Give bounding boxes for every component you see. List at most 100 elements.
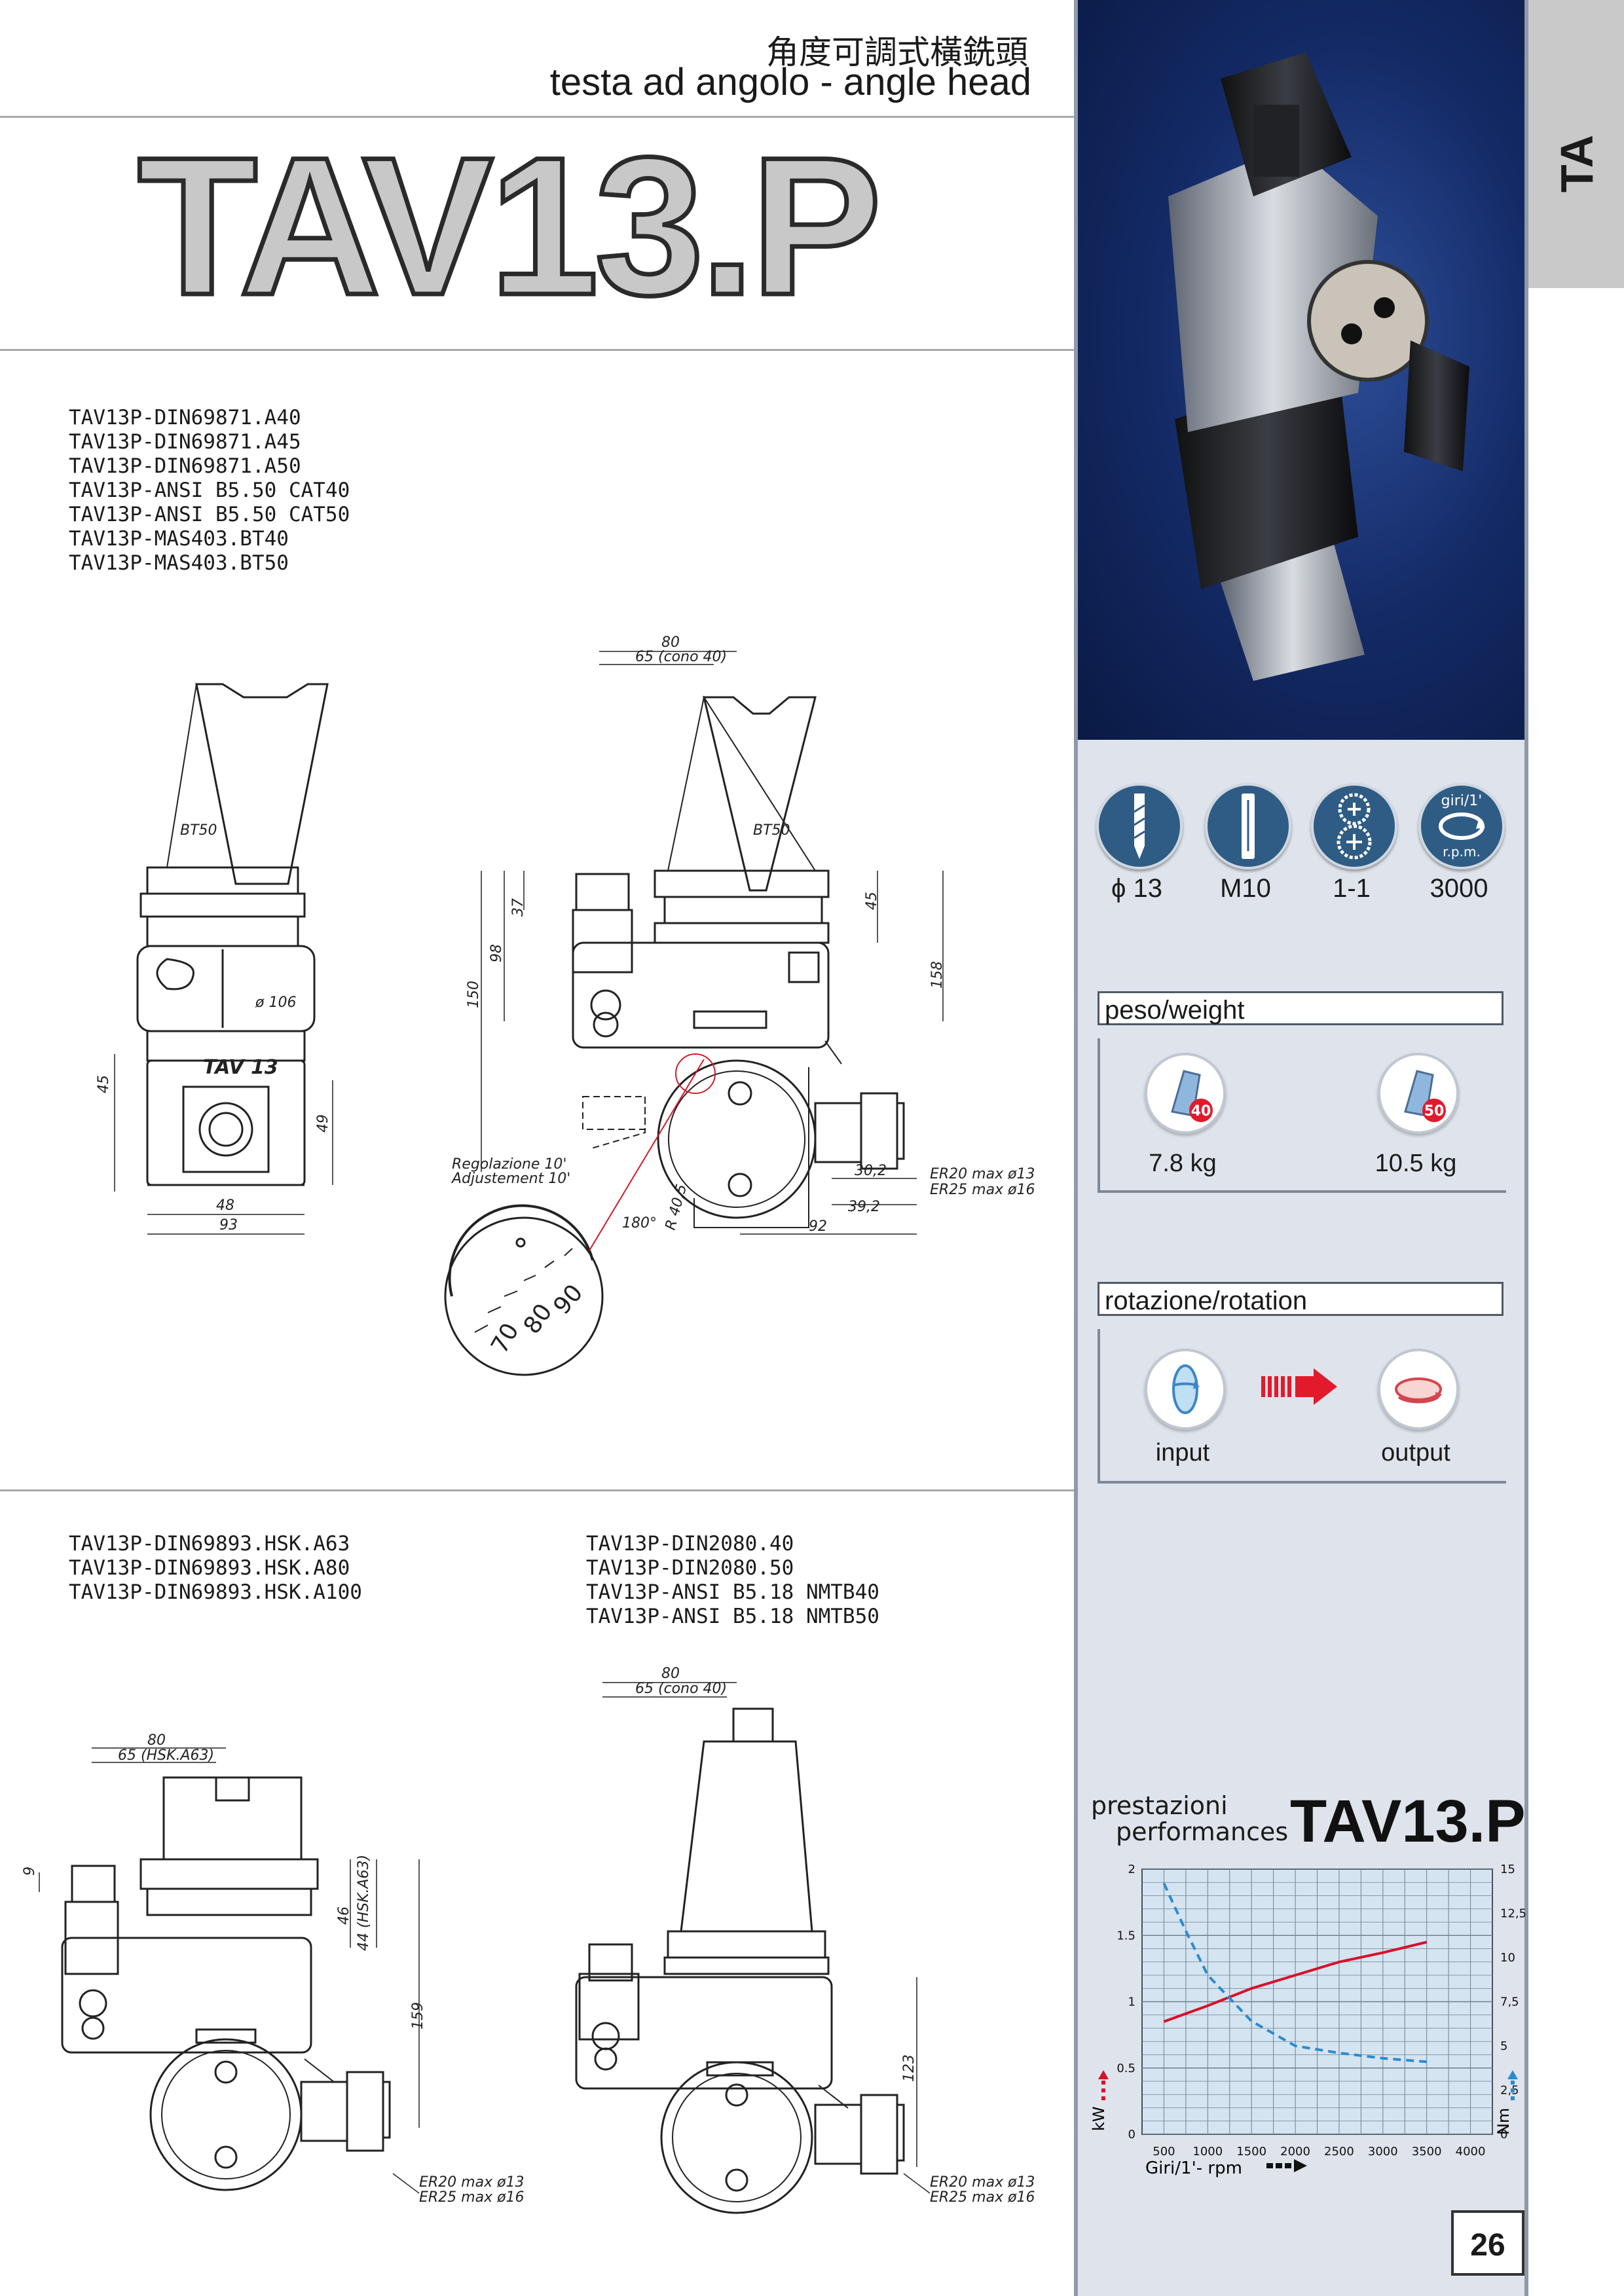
rpm-icon: giri/1' r.p.m. <box>1418 783 1505 869</box>
taper-40-icon: 40 <box>1145 1053 1226 1134</box>
er25-label: ER25 max ø16 <box>930 2189 1035 2206</box>
title-chinese: 角度可調式橫銑頭 <box>766 33 1028 71</box>
code-line: TAV13P-MAS403.BT50 <box>69 551 289 575</box>
dim-44: 44 (HSK.A63) <box>356 1855 372 1951</box>
spec-thread: M10 <box>1220 874 1271 903</box>
technical-drawing-2: 80 65 (HSK.A63) 9 46 44 (HSK.A63) 159 ER… <box>22 1666 1035 2214</box>
dim-46: 46 <box>336 1906 352 1925</box>
taper-50-badge: 50 <box>1424 1103 1445 1120</box>
code-line: TAV13P-DIN2080.40 <box>586 1532 794 1556</box>
code-line: TAV13P-DIN69871.A50 <box>69 454 301 478</box>
weight-heading: peso/weight <box>1098 991 1504 1025</box>
spec-ratio: 1-1 <box>1333 874 1371 903</box>
zoom-70: 70 <box>486 1319 524 1358</box>
bt50-label: BT50 <box>180 822 217 839</box>
codes-group-3: TAV13P-DIN2080.40 TAV13P-DIN2080.50 TAV1… <box>586 1532 879 1629</box>
flow-arrow-icon <box>1261 1367 1340 1410</box>
rpm-badge-bottom: r.p.m. <box>1443 844 1481 860</box>
dim-39-2: 39,2 <box>848 1199 880 1215</box>
header-rule <box>0 116 1074 118</box>
rpm-axis-label: Giri/1'- rpm <box>1145 2159 1242 2178</box>
y2-tick-label: 5 <box>1500 2039 1507 2053</box>
column-border <box>1074 0 1078 2296</box>
output-rotation-icon <box>1378 1349 1459 1430</box>
code-line: TAV13P-DIN69871.A40 <box>69 406 301 429</box>
er20-label: ER20 max ø13 <box>930 1166 1035 1182</box>
x-tick-label: 2500 <box>1324 2145 1354 2159</box>
angle-head-image <box>1168 52 1469 681</box>
taper-40-badge: 40 <box>1191 1103 1211 1120</box>
er25-label: ER25 max ø16 <box>930 1182 1035 1198</box>
bt50-label: BT50 <box>753 822 790 839</box>
column-border <box>1524 0 1528 2296</box>
dim-45-side: 45 <box>864 892 880 910</box>
y2-tick-label: 7,5 <box>1500 1995 1519 2009</box>
x-tick-label: 2000 <box>1280 2145 1310 2159</box>
dim-48: 48 <box>216 1197 234 1214</box>
rotation-box <box>1098 1329 1506 1484</box>
y2-tick-label: 10 <box>1500 1951 1515 1965</box>
nm-axis-label: Nm <box>1494 2108 1513 2135</box>
dim-92: 92 <box>809 1218 827 1235</box>
section-tab: TA <box>1528 0 1624 288</box>
y-tick-label: 0.5 <box>1116 2062 1135 2075</box>
spec-rpm: 3000 <box>1430 874 1488 903</box>
taper-50-icon: 50 <box>1378 1053 1459 1134</box>
y-tick-label: 1.5 <box>1116 1929 1135 1942</box>
dim-30-2: 30,2 <box>855 1163 887 1179</box>
dim-49: 49 <box>315 1114 331 1133</box>
margin-area <box>1528 288 1624 2296</box>
dim-65: 65 (cono 40) <box>635 649 727 665</box>
dim-93: 93 <box>219 1217 238 1233</box>
section-tab-label: TA <box>1551 134 1603 193</box>
code-line: TAV13P-ANSI B5.50 CAT50 <box>69 503 350 526</box>
dim-123: 123 <box>901 2054 917 2082</box>
weight-50-value: 10.5 kg <box>1375 1150 1457 1177</box>
code-line: TAV13P-ANSI B5.18 NMTB50 <box>586 1605 879 1628</box>
code-line: TAV13P-DIN69893.HSK.A100 <box>69 1580 362 1604</box>
input-rotation-icon <box>1145 1349 1226 1430</box>
y2-tick-label: 2,5 <box>1500 2084 1519 2098</box>
x-tick-label: 500 <box>1153 2145 1175 2159</box>
page-number: 26 <box>1451 2210 1524 2276</box>
dim-159: 159 <box>410 2002 426 2030</box>
input-label: input <box>1155 1439 1210 1467</box>
er20-label: ER20 max ø13 <box>930 2174 1035 2191</box>
x-tick-label: 1000 <box>1192 2145 1223 2159</box>
code-line: TAV13P-DIN69871.A45 <box>69 430 301 454</box>
gear-ratio-icon <box>1311 783 1397 869</box>
x-tick-label: 4000 <box>1456 2145 1486 2159</box>
y2-tick-label: 12,5 <box>1500 1907 1526 1921</box>
rpm-badge-top: giri/1' <box>1441 793 1483 809</box>
subtitle: testa ad angolo - angle head <box>549 61 1031 103</box>
code-line: TAV13P-MAS403.BT40 <box>69 527 289 551</box>
code-line: TAV13P-DIN69893.HSK.A63 <box>69 1532 350 1556</box>
x-tick-label: 3000 <box>1368 2145 1398 2159</box>
technical-drawing-1: BT50 BT50 ø 106 TAV 13 45 49 48 93 80 65… <box>96 634 1035 1376</box>
regulation-label: Regolazione 10' <box>452 1156 566 1173</box>
y2-tick-label: 15 <box>1500 1863 1515 1876</box>
performance-model: TAV13.P <box>1290 1788 1526 1855</box>
title-rule <box>0 349 1074 351</box>
y2-tick-label: 0 <box>1500 2128 1507 2141</box>
kw-axis-label-group: kW <box>1090 2070 1109 2131</box>
product-photo <box>1077 0 1528 740</box>
kw-axis-label: kW <box>1090 2106 1108 2131</box>
dim-80-din: 80 <box>661 1666 680 1682</box>
rpm-axis-arrow <box>1266 2159 1307 2172</box>
drill-icon <box>1096 783 1183 869</box>
y-tick-label: 1 <box>1128 1995 1135 2009</box>
codes-group-1: TAV13P-DIN69871.A40 TAV13P-DIN69871.A45 … <box>69 406 350 575</box>
dim-65-hsk: 65 (HSK.A63) <box>118 1747 214 1764</box>
dim-150: 150 <box>466 981 482 1008</box>
dim-158: 158 <box>929 961 946 989</box>
code-line: TAV13P-DIN2080.50 <box>586 1556 794 1580</box>
x-tick-label: 3500 <box>1412 2145 1442 2159</box>
er20-label: ER20 max ø13 <box>419 2174 525 2191</box>
code-line: TAV13P-ANSI B5.18 NMTB40 <box>586 1580 879 1604</box>
weight-40-value: 7.8 kg <box>1149 1150 1217 1177</box>
power-series-line <box>1163 1941 1428 2023</box>
codes-group-2: TAV13P-DIN69893.HSK.A63 TAV13P-DIN69893.… <box>69 1532 362 1605</box>
spec-diameter: ϕ 13 <box>1111 874 1162 903</box>
